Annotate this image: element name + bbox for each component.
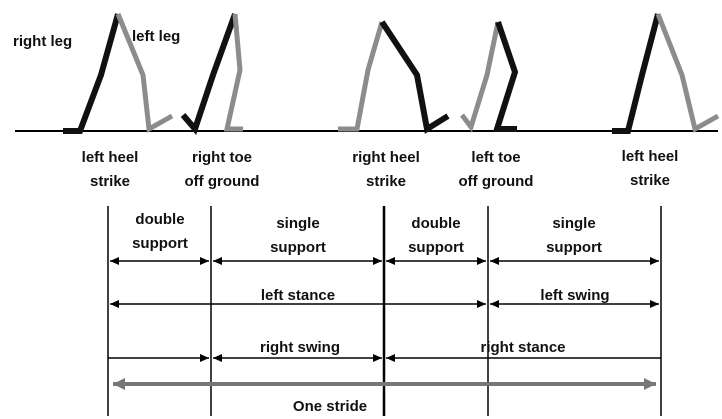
right-leg-label: right leg <box>13 30 72 54</box>
phase-label-line2: support <box>110 232 210 256</box>
right-leg <box>612 14 658 131</box>
phase-label-line1: single <box>248 212 348 236</box>
right-leg <box>497 22 517 129</box>
event-label-line2: off ground <box>436 170 556 194</box>
figure-left-toe-off <box>462 22 517 129</box>
event-label-line1: left heel <box>600 145 700 169</box>
event-label-line2: off ground <box>162 170 282 194</box>
event-label-line1: right heel <box>331 146 441 170</box>
one-stride-label: One stride <box>265 395 395 419</box>
left-leg <box>338 22 382 129</box>
phase-single-support-2: single support <box>524 212 624 260</box>
event-label-line1: right toe <box>162 146 282 170</box>
phase-double-support-2: double support <box>386 212 486 260</box>
figure-left-heel-strike-2 <box>612 14 718 131</box>
phase-double-support-1: double support <box>110 208 210 256</box>
event-label-right-toe-off: right toe off ground <box>162 146 282 194</box>
event-label-right-heel-strike: right heel strike <box>331 146 441 194</box>
event-label-left-toe-off: left toe off ground <box>436 146 556 194</box>
event-label-line2: strike <box>331 170 441 194</box>
phase-label-line1: double <box>110 208 210 232</box>
event-label-line1: left toe <box>436 146 556 170</box>
phase-label-line2: support <box>524 236 624 260</box>
left-swing-label: left swing <box>520 284 630 308</box>
phase-label-line2: support <box>386 236 486 260</box>
phase-single-support-1: single support <box>248 212 348 260</box>
right-swing-label: right swing <box>240 336 360 360</box>
right-stance-label: right stance <box>463 336 583 360</box>
event-label-line1: left heel <box>60 146 160 170</box>
event-label-left-heel-strike-2: left heel strike <box>600 145 700 193</box>
left-leg <box>658 14 718 129</box>
figure-right-toe-off <box>183 14 243 129</box>
event-label-line2: strike <box>600 169 700 193</box>
phase-label-line1: single <box>524 212 624 236</box>
left-leg <box>462 22 498 127</box>
right-leg <box>183 14 235 129</box>
phase-label-line1: double <box>386 212 486 236</box>
left-leg-label: left leg <box>132 25 180 49</box>
right-leg <box>382 22 448 129</box>
event-label-line2: strike <box>60 170 160 194</box>
event-label-left-heel-strike: left heel strike <box>60 146 160 194</box>
phase-label-line2: support <box>248 236 348 260</box>
figure-right-heel-strike <box>338 22 448 129</box>
left-stance-label: left stance <box>238 284 358 308</box>
